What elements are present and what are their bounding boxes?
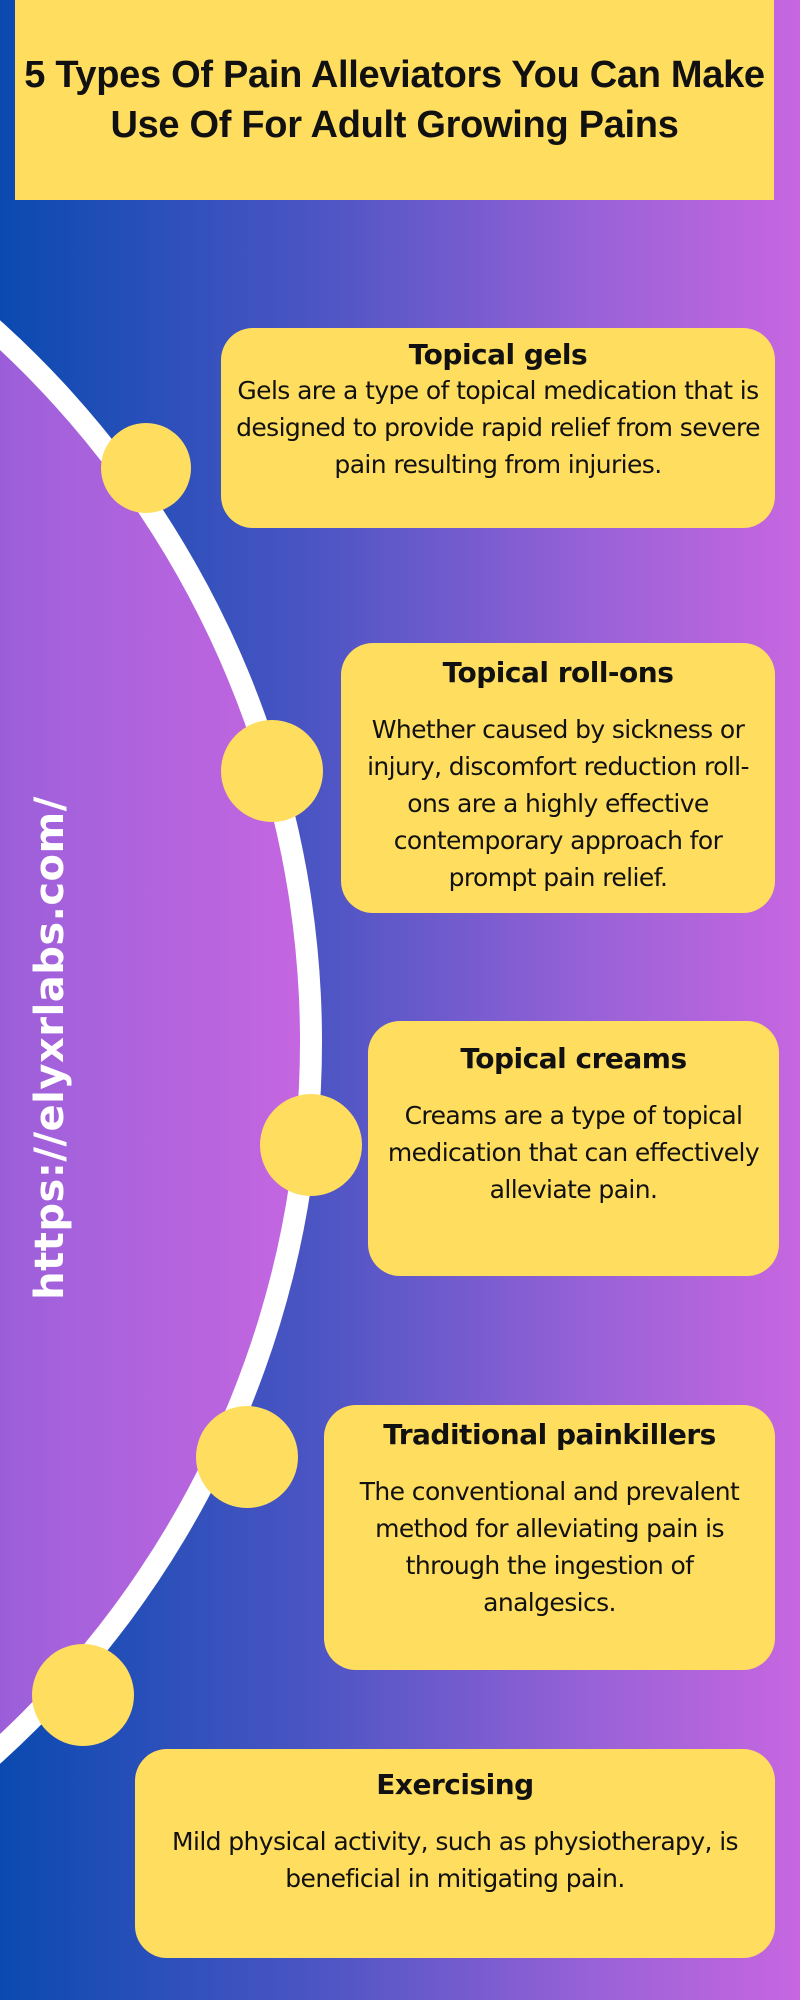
website-url[interactable]: https://elyxrlabs.com/ [27, 796, 73, 1300]
card-title: Exercising [376, 1768, 534, 1801]
timeline-dot-4 [196, 1406, 298, 1508]
card-title: Topical gels [408, 338, 588, 371]
card-exercising: Exercising Mild physical activity, such … [135, 1749, 775, 1958]
card-title: Traditional painkillers [383, 1418, 716, 1451]
timeline-dot-2 [221, 720, 323, 822]
header-banner: 5 Types Of Pain Alleviators You Can Make… [15, 0, 774, 200]
card-topical-gels: Topical gels Gels are a type of topical … [221, 328, 775, 528]
card-title: Topical creams [460, 1042, 687, 1075]
timeline-dot-1 [101, 423, 191, 513]
card-description: Whether caused by sickness or injury, di… [367, 715, 749, 892]
card-description: Creams are a type of topical medication … [387, 1101, 760, 1204]
page-title: 5 Types Of Pain Alleviators You Can Make… [24, 54, 765, 146]
timeline-dot-5 [32, 1644, 134, 1746]
card-description: Gels are a type of topical medication th… [236, 376, 760, 479]
card-title: Topical roll-ons [442, 656, 674, 689]
card-description: The conventional and prevalent method fo… [359, 1477, 740, 1617]
card-description: Mild physical activity, such as physioth… [172, 1827, 739, 1893]
card-topical-roll-ons: Topical roll-ons Whether caused by sickn… [341, 643, 775, 913]
timeline-dot-3 [260, 1094, 362, 1196]
card-topical-creams: Topical creams Creams are a type of topi… [368, 1021, 779, 1276]
card-traditional-painkillers: Traditional painkillers The conventional… [324, 1405, 775, 1670]
